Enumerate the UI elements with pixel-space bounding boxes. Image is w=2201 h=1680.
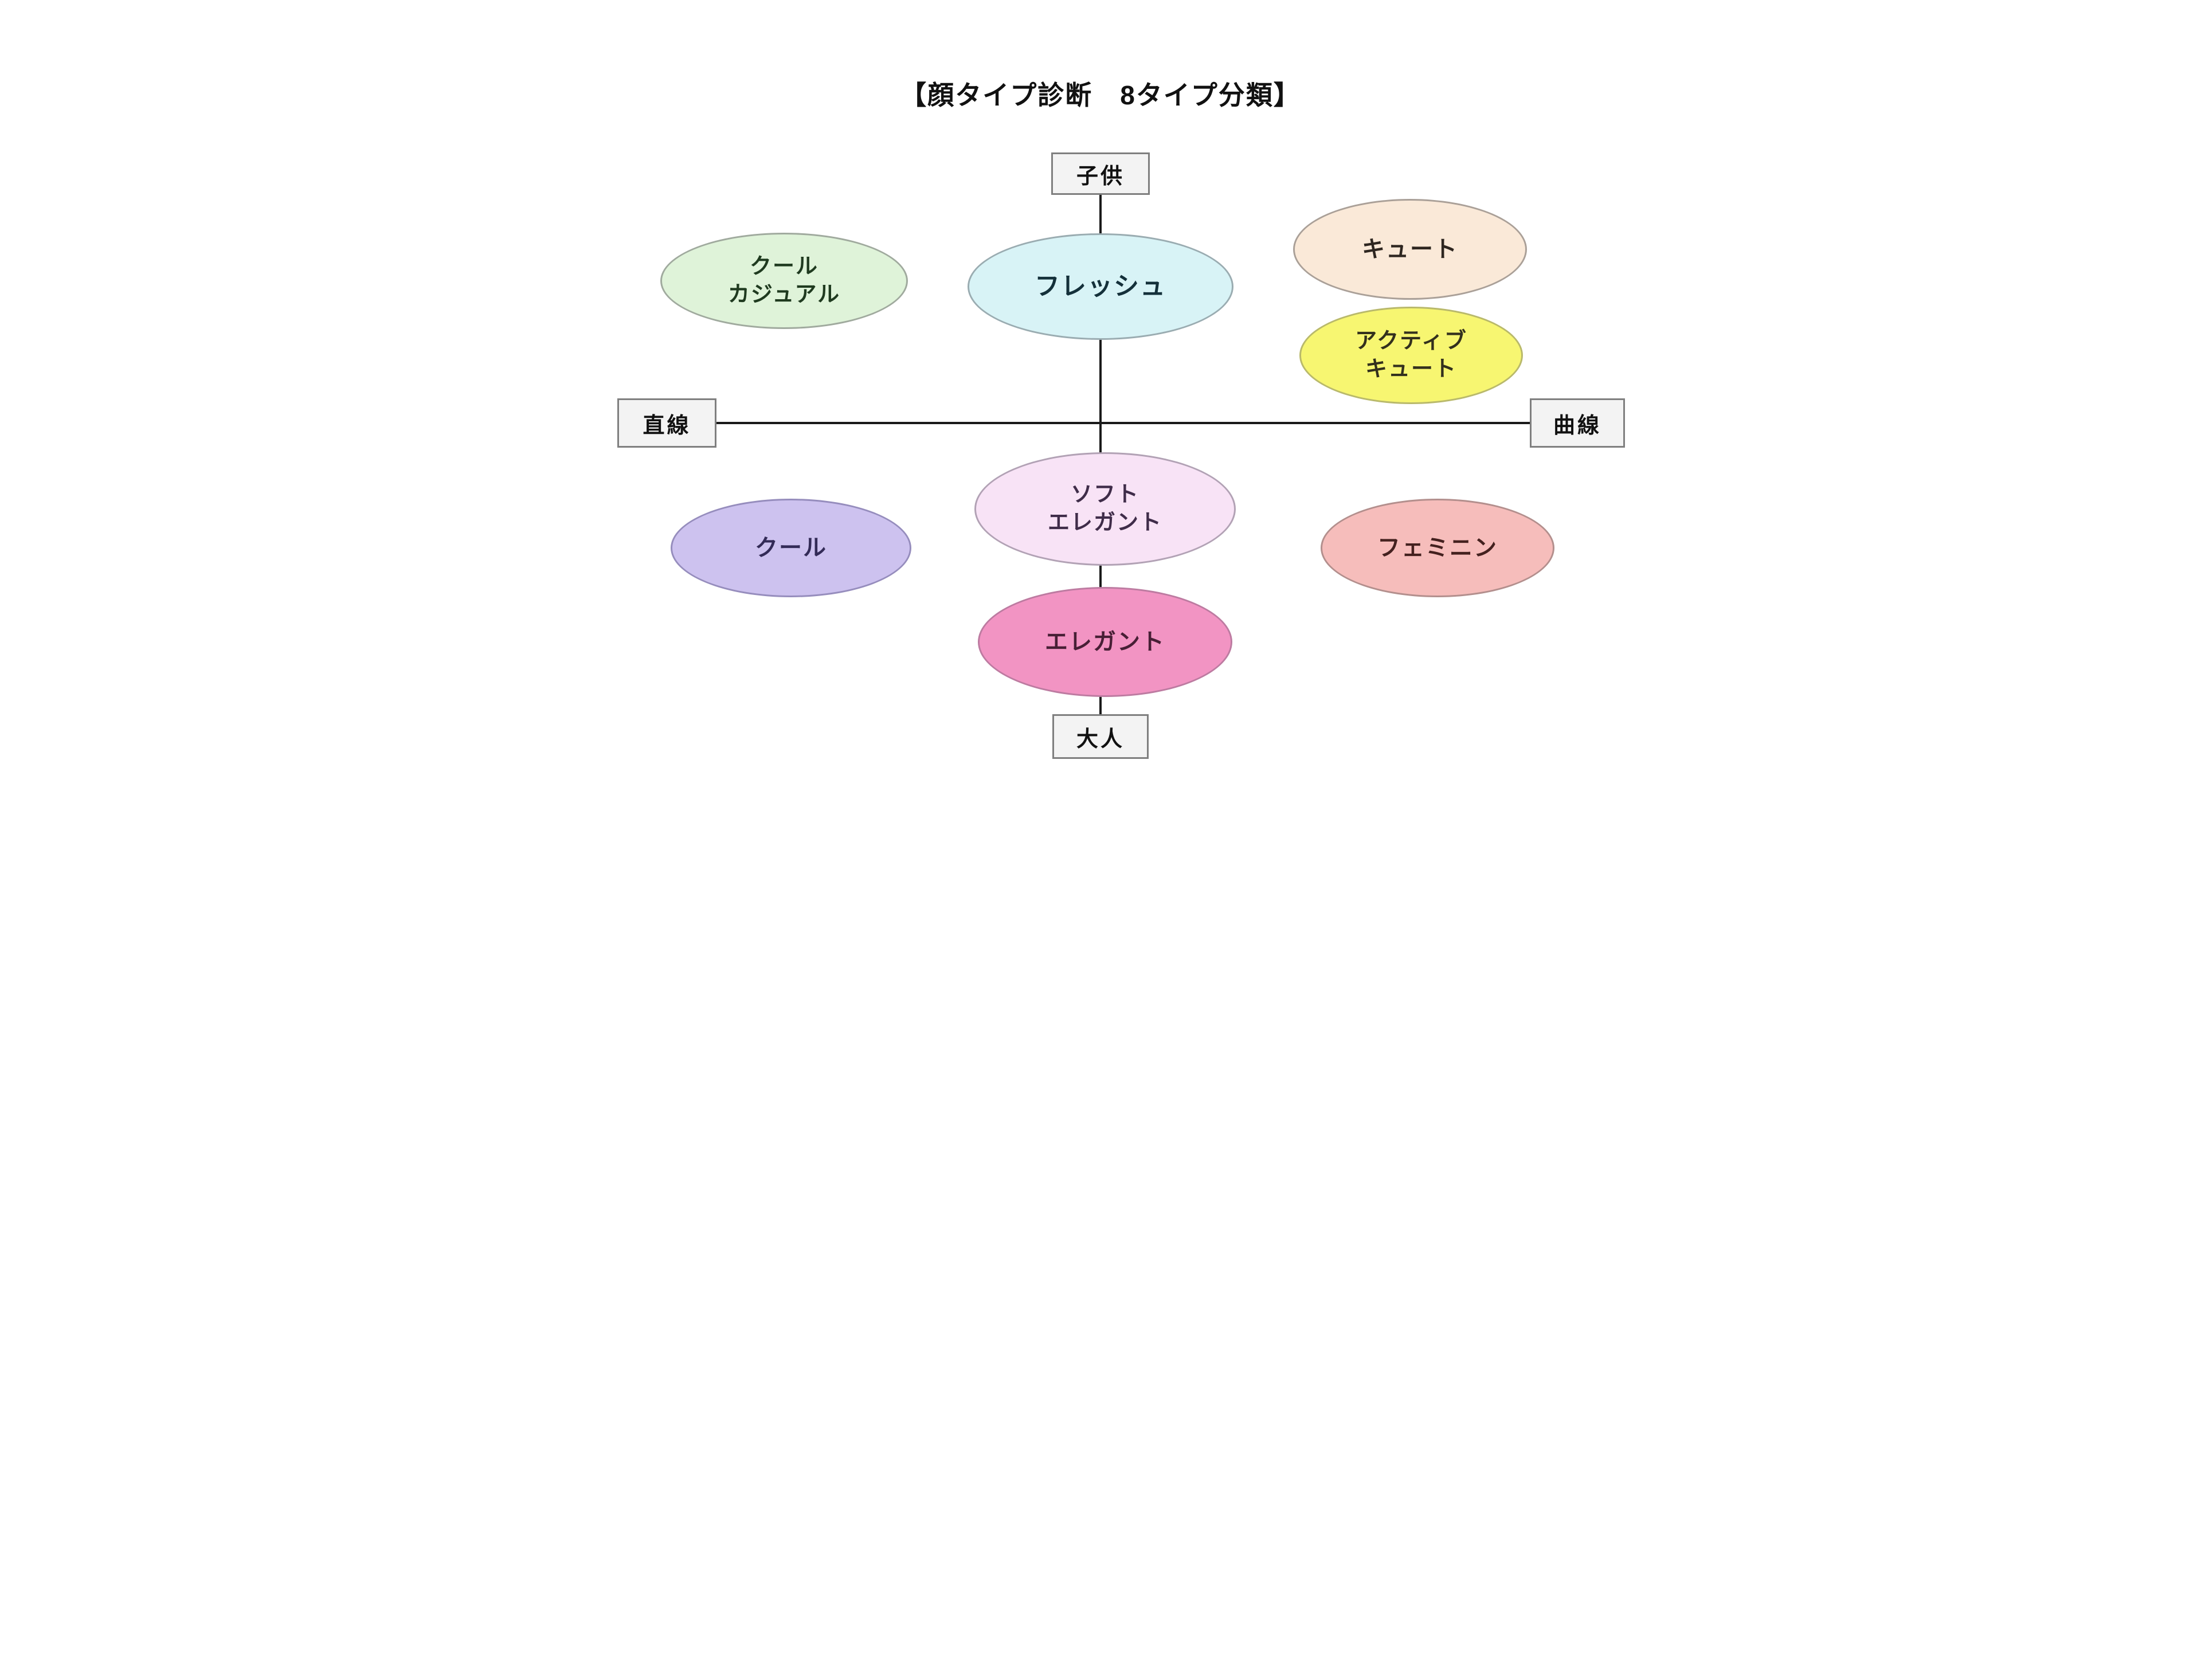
axis-box-adult: 大人 <box>1052 714 1149 759</box>
face-type-diagram: 【顔タイプ診断 8タイプ分類】 子供 大人 直線 曲線 クール カジュアル フレ… <box>550 0 1651 840</box>
axis-box-straight-line: 直線 <box>617 398 716 448</box>
type-label-feminine: フェミニン <box>1377 535 1498 561</box>
type-ellipse-cool: クール <box>671 499 911 597</box>
type-ellipse-elegant: エレガント <box>978 587 1232 697</box>
type-label-elegant: エレガント <box>1045 629 1165 655</box>
type-label-soft-elegant: ソフト エレガント <box>1047 482 1162 535</box>
type-label-active-cute: アクティブ キュート <box>1355 328 1467 381</box>
type-ellipse-cool-casual: クール カジュアル <box>660 233 908 329</box>
type-ellipse-feminine: フェミニン <box>1321 499 1554 597</box>
type-ellipse-fresh: フレッシュ <box>968 233 1233 340</box>
horizontal-axis-line <box>716 422 1530 424</box>
type-ellipse-active-cute: アクティブ キュート <box>1299 307 1523 404</box>
axis-box-child: 子供 <box>1051 152 1150 195</box>
type-ellipse-soft-elegant: ソフト エレガント <box>974 452 1236 566</box>
type-label-cool-casual: クール カジュアル <box>727 254 841 307</box>
type-ellipse-cute: キュート <box>1293 199 1527 300</box>
diagram-title: 【顔タイプ診断 8タイプ分類】 <box>900 80 1301 110</box>
type-label-fresh: フレッシュ <box>1035 272 1166 301</box>
type-label-cute: キュート <box>1362 237 1458 262</box>
axis-box-curved-line: 曲線 <box>1530 398 1625 448</box>
type-label-cool: クール <box>755 535 827 561</box>
